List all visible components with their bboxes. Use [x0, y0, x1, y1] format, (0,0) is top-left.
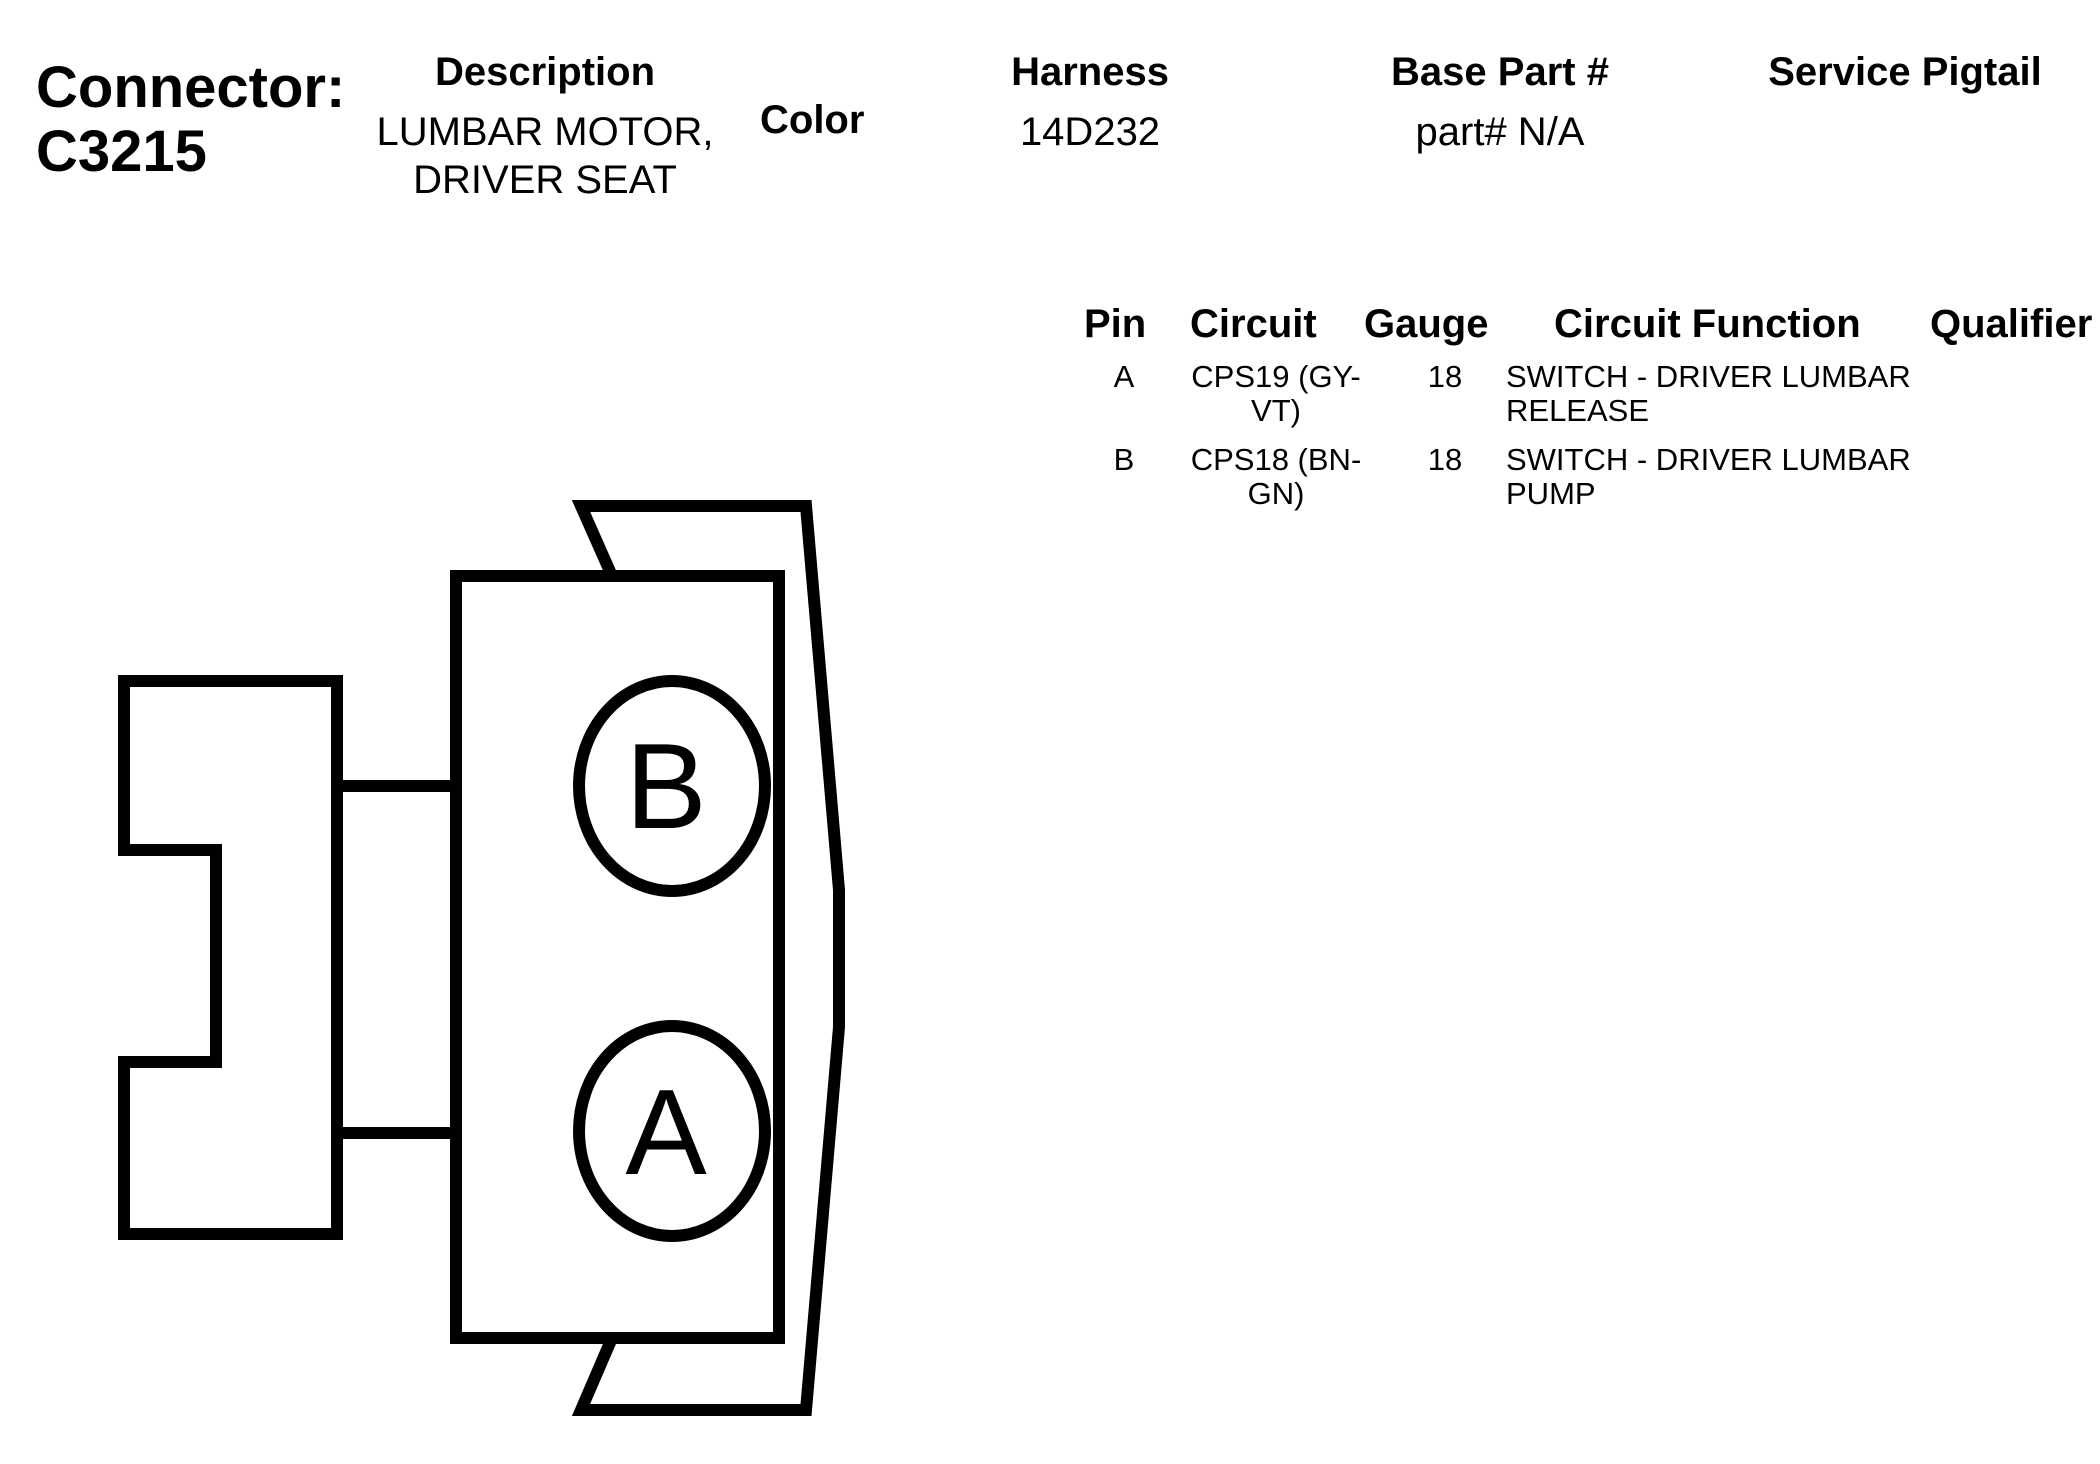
harness-value: 14D232 [1019, 110, 1161, 154]
connector-housing [450, 570, 785, 1344]
color-label: Color [760, 98, 865, 142]
base-part-label: Base Part # [1391, 50, 1609, 94]
gauge-cell: 18 [1427, 442, 1463, 477]
service-pigtail-label: Service Pigtail [1768, 50, 2042, 94]
pin-cell: A [1113, 359, 1135, 394]
pin-cavity-b [573, 675, 771, 897]
base-part-value: part# N/A [1415, 110, 1585, 154]
column-header-pin: Pin [1084, 302, 1147, 346]
connector-latch [118, 675, 343, 1240]
connector-id: C3215 [36, 119, 207, 184]
description-value: LUMBAR MOTOR, DRIVER SEAT [376, 110, 714, 202]
circuit-line: GN) [1247, 476, 1305, 511]
pin-cavity-a [573, 1020, 771, 1242]
function-cell: SWITCH - DRIVER LUMBAR RELEASE [1506, 360, 1926, 428]
pin-label-a: A [625, 1064, 707, 1200]
circuit-line: VT) [1251, 393, 1301, 428]
connector-shroud [571, 500, 845, 1416]
pin-table: Pin Circuit Gauge Circuit Function Quali… [1070, 302, 2093, 522]
column-header-qualifier: Qualifier [1930, 302, 2093, 346]
column-header-circuit-function: Circuit Function [1554, 302, 1861, 346]
circuit-line: CPS19 (GY- [1191, 359, 1361, 394]
circuit-cell: CPS18 (BN- GN) [1166, 443, 1386, 511]
function-line: SWITCH - DRIVER LUMBAR [1506, 359, 1911, 394]
pin-label-b: B [625, 718, 706, 854]
pin-cell: B [1113, 442, 1135, 477]
gauge-cell: 18 [1427, 359, 1463, 394]
function-line: RELEASE [1506, 393, 1650, 428]
column-header-gauge: Gauge [1364, 302, 1489, 346]
circuit-line: CPS18 (BN- [1190, 442, 1362, 477]
connector-title: Connector: C3215 [36, 56, 345, 184]
harness-label: Harness [1011, 50, 1169, 94]
circuit-cell: CPS19 (GY- VT) [1166, 360, 1386, 428]
function-cell: SWITCH - DRIVER LUMBAR PUMP [1506, 443, 1926, 511]
description-label: Description [434, 50, 656, 94]
function-line: SWITCH - DRIVER LUMBAR [1506, 442, 1911, 477]
function-line: PUMP [1506, 476, 1596, 511]
column-header-circuit: Circuit [1190, 302, 1317, 346]
connector-label: Connector: [36, 55, 346, 120]
